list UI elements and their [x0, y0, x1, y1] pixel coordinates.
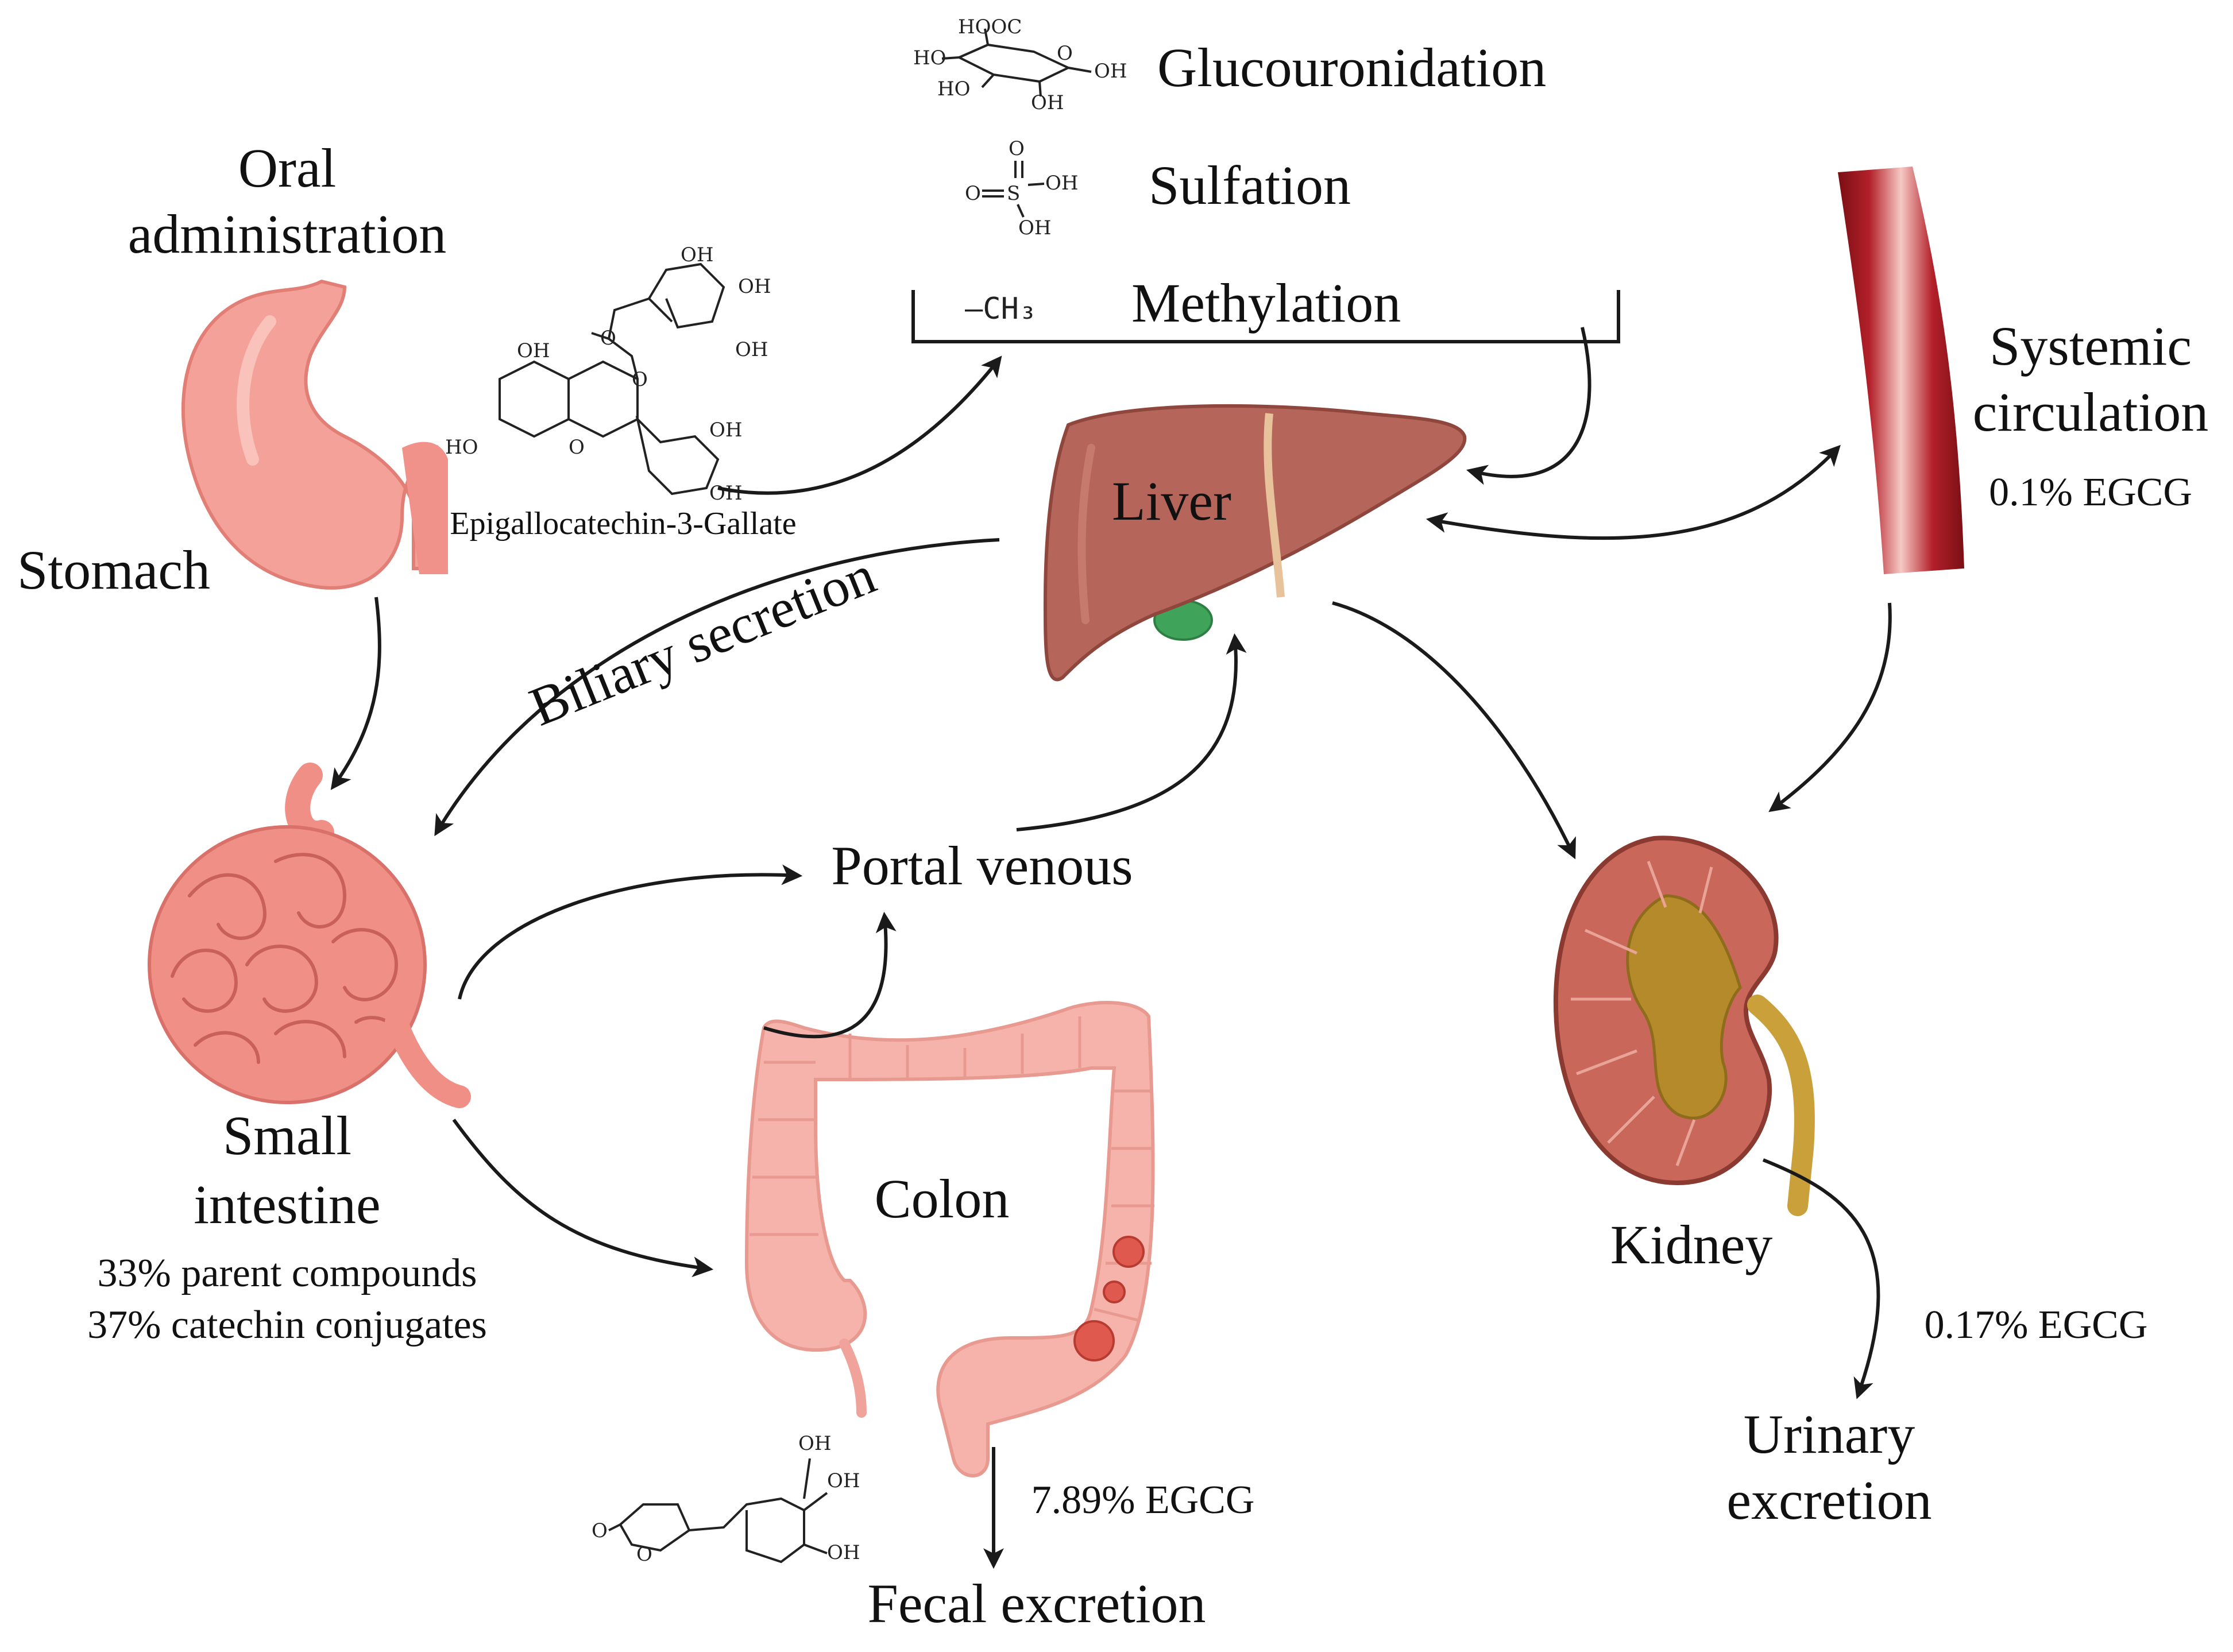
- stomach-to-intestine-arrow: [330, 597, 381, 790]
- oh-label: OH: [827, 1541, 860, 1564]
- oh-label: OH: [517, 339, 550, 362]
- ho-label: HO: [937, 78, 971, 100]
- intestine-to-colon-arrow: [452, 1119, 714, 1278]
- liver-illustration: [1043, 404, 1467, 682]
- kidney-percent: 0.17% EGCG: [1925, 1303, 2148, 1347]
- colon-illustration: [744, 1001, 1155, 1477]
- fecal-excretion-label: Fecal excretion: [867, 1573, 1206, 1634]
- liver-to-kidney-arrow: [1332, 601, 1576, 860]
- oh-label: OH: [827, 1469, 860, 1492]
- systemic-label-line2: circulation: [1973, 381, 2208, 443]
- hooc-label: HOOC: [958, 16, 1022, 38]
- oh-label: OH: [1045, 172, 1079, 195]
- biliary-arrow: [434, 538, 1000, 837]
- stomach-illustration: [181, 279, 448, 590]
- ho-label: HO: [913, 47, 946, 69]
- kidney-to-urinary-arrow: [1762, 1158, 1880, 1399]
- bracket-to-liver-arrow: [1466, 327, 1591, 485]
- o-label: O: [965, 182, 981, 205]
- oral-label-line1: Oral: [238, 137, 337, 199]
- ester-oxygen-label: O: [600, 327, 616, 350]
- portal-to-liver-arrow: [1016, 633, 1247, 831]
- oh-label: OH: [1094, 60, 1127, 83]
- glucuronic-acid-structure: HOOC HO HO OH OH O: [913, 16, 1127, 114]
- blood-vessel-illustration: [1838, 167, 1964, 574]
- colon-label: Colon: [875, 1168, 1010, 1229]
- small-intestine-label-line1: Small: [223, 1105, 351, 1166]
- fecal-percent: 7.89% EGCG: [1031, 1478, 1255, 1522]
- glucuronidation-label: Glucouronidation: [1157, 37, 1546, 98]
- egcg-structure: OH OH OH O O OH HO OH OH O: [445, 243, 771, 505]
- oh-label: OH: [738, 275, 771, 298]
- colon-to-portal-arrow: [763, 911, 897, 1039]
- intestine-to-portal-arrow: [458, 864, 803, 1000]
- oh-label: OH: [1031, 91, 1064, 114]
- oh-label: OH: [735, 338, 768, 361]
- circulation-to-kidney-arrow: [1768, 602, 1892, 813]
- kidney-illustration: [1554, 835, 1815, 1216]
- portal-venous-label: Portal venous: [831, 835, 1133, 896]
- o-label: O: [636, 1543, 652, 1566]
- methylation-label: Methylation: [1131, 272, 1401, 334]
- ring-oxygen-label: O: [569, 436, 585, 459]
- o-label: O: [1009, 137, 1025, 160]
- ring-oxygen-label: O: [1057, 42, 1073, 65]
- small-intestine-illustration: [148, 763, 471, 1108]
- kidney-label: Kidney: [1610, 1214, 1773, 1275]
- egcg-to-conjugation-arrow: [717, 355, 1002, 495]
- oh-label: OH: [709, 419, 743, 442]
- oh-label: OH: [709, 482, 743, 505]
- ring-oxygen-label: O: [632, 368, 648, 391]
- methyl-group-label: —CH₃: [965, 292, 1037, 326]
- parent-compounds-percent: 33% parent compounds: [98, 1251, 477, 1295]
- stomach-label: Stomach: [17, 539, 210, 601]
- ho-label: HO: [445, 436, 478, 459]
- small-intestine-label-line2: intestine: [194, 1174, 380, 1235]
- systemic-label-line1: Systemic: [1989, 315, 2192, 377]
- oh-label: OH: [798, 1432, 832, 1455]
- conjugation-bracket: [911, 290, 1620, 343]
- liver-circulation-arrow: [1425, 444, 1841, 540]
- urinary-label-line2: excretion: [1726, 1469, 1931, 1531]
- o-label: O: [592, 1519, 608, 1542]
- oh-label: OH: [681, 243, 714, 266]
- systemic-percent: 0.1% EGCG: [1989, 470, 2192, 514]
- sulfation-label: Sulfation: [1149, 154, 1351, 216]
- s-label: S: [1007, 182, 1020, 205]
- liver-label: Liver: [1112, 470, 1231, 532]
- urinary-label-line1: Urinary: [1744, 1403, 1915, 1465]
- sulfuric-acid-structure: O O S OH OH: [965, 137, 1079, 239]
- egcg-name-label: Epigallocatechin-3-Gallate: [450, 506, 796, 541]
- oral-label-line2: administration: [128, 203, 447, 265]
- catechin-conjugates-percent: 37% catechin conjugates: [87, 1303, 487, 1347]
- biliary-secretion-label: Biliary secretion: [521, 544, 884, 738]
- valerolactone-structure: O O OH OH OH: [592, 1432, 860, 1566]
- oh-label: OH: [1018, 216, 1052, 239]
